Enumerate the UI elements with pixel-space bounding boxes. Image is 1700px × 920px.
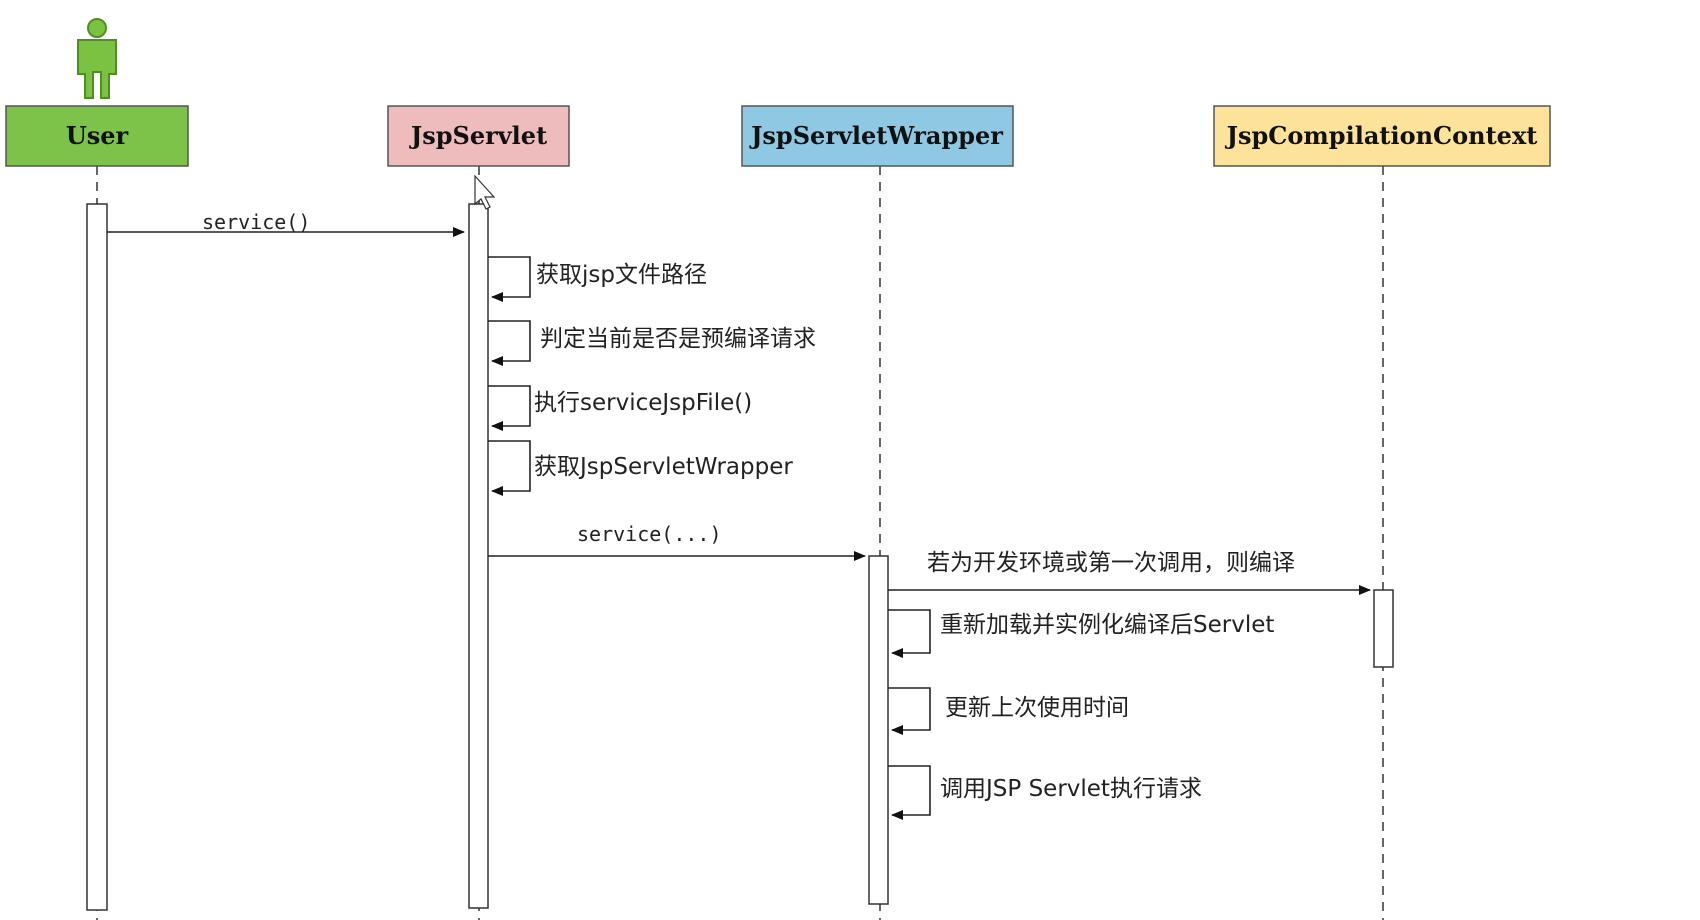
participant-label-wrapper: JspServletWrapper: [749, 121, 1003, 150]
activation-jspservlet: [468, 203, 489, 909]
message-wrapper-to-context: 若为开发环境或第一次调用，则编译: [888, 550, 1371, 595]
actor-icon: [77, 18, 117, 99]
participant-label-user: User: [66, 121, 129, 150]
self-message-wrapper-1: 重新加载并实例化编译后Servlet: [888, 609, 1274, 658]
self-message-jspservlet-2: 判定当前是否是预编译请求: [488, 320, 816, 366]
participant-label-jspservlet: JspServlet: [409, 121, 547, 150]
self-message-label-jspservlet-4: 获取JspServletWrapper: [534, 454, 793, 480]
self-message-label-jspservlet-1: 获取jsp文件路径: [536, 262, 707, 288]
participant-label-context: JspCompilationContext: [1225, 121, 1538, 150]
participant-box-user: [5, 105, 189, 167]
message-jspservlet-to-wrapper: service(...): [488, 522, 866, 561]
self-message-arrow-jspservlet-3: [488, 385, 531, 431]
self-message-jspservlet-3: 执行serviceJspFile(): [488, 385, 752, 431]
message-user-to-jspservlet: service(): [107, 210, 465, 237]
participant-context: JspCompilationContext: [1213, 105, 1551, 167]
message-label-user-to-jspservlet: service(): [202, 210, 310, 234]
self-message-label-wrapper-3: 调用JSP Servlet执行请求: [940, 776, 1202, 802]
participant-user: User: [5, 105, 189, 167]
self-message-wrapper-3: 调用JSP Servlet执行请求: [888, 765, 1202, 820]
self-message-arrow-jspservlet-4: [488, 440, 531, 496]
participant-box-wrapper: [741, 105, 1014, 167]
participant-box-jspservlet: [387, 105, 570, 167]
message-label-jspservlet-to-wrapper: service(...): [577, 522, 722, 546]
self-message-label-wrapper-2: 更新上次使用时间: [945, 695, 1129, 721]
self-message-label-jspservlet-3: 执行serviceJspFile(): [534, 390, 752, 416]
participant-wrapper: JspServletWrapper: [741, 105, 1014, 167]
self-message-jspservlet-1: 获取jsp文件路径: [488, 256, 707, 302]
cursor-icon: [474, 174, 496, 210]
self-message-jspservlet-4: 获取JspServletWrapper: [488, 440, 793, 496]
self-message-arrow-wrapper-1: [888, 609, 931, 658]
self-message-arrow-jspservlet-1: [488, 256, 531, 302]
message-label-wrapper-to-context: 若为开发环境或第一次调用，则编译: [927, 550, 1295, 576]
activation-wrapper: [868, 555, 889, 905]
activation-user: [86, 203, 108, 911]
participant-jspservlet: JspServlet: [387, 105, 570, 167]
activation-context: [1373, 589, 1394, 668]
self-message-arrow-wrapper-3: [888, 765, 931, 820]
self-message-wrapper-2: 更新上次使用时间: [888, 687, 1129, 735]
self-message-arrow-jspservlet-2: [488, 320, 531, 366]
self-message-label-jspservlet-2: 判定当前是否是预编译请求: [540, 326, 816, 352]
participant-box-context: [1213, 105, 1551, 167]
self-message-label-wrapper-1: 重新加载并实例化编译后Servlet: [940, 612, 1274, 638]
self-message-arrow-wrapper-2: [888, 687, 931, 735]
